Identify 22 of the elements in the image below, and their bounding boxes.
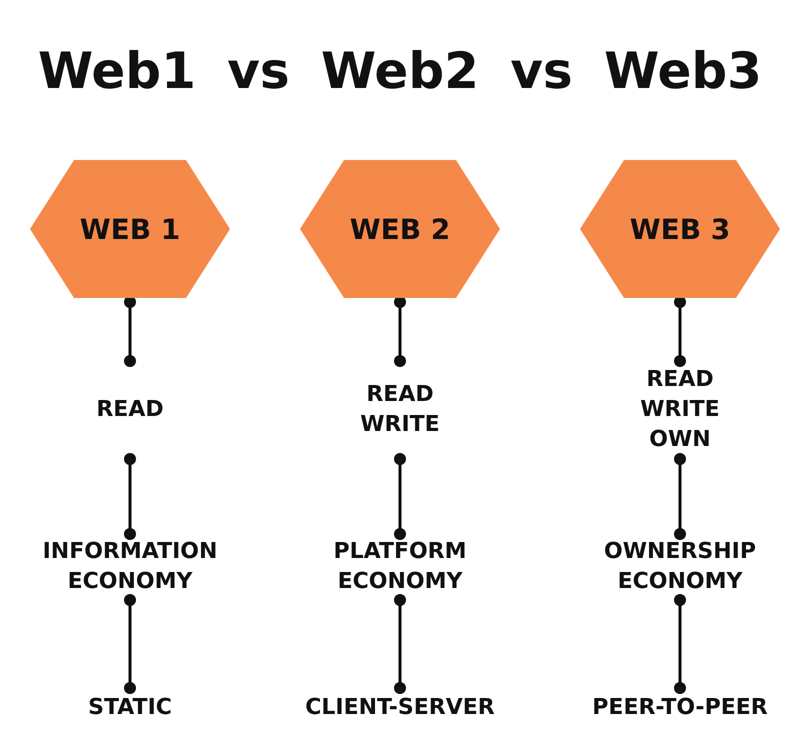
connector [674, 594, 686, 694]
hexagon-label: WEB 1 [80, 212, 180, 246]
feature-text: CLIENT-SERVER [305, 694, 495, 722]
feature-text: INFORMATION ECONOMY [42, 538, 218, 596]
hexagon-label: WEB 3 [630, 212, 730, 246]
feature-text: PEER-TO-PEER [592, 694, 768, 722]
connector [394, 453, 406, 540]
feature-text: OWNERSHIP ECONOMY [604, 538, 756, 596]
feature-text: READ WRITE [360, 381, 440, 439]
connector [674, 296, 686, 367]
hexagon-label: WEB 2 [350, 212, 450, 246]
connector [124, 296, 136, 367]
title: Web1 vs Web2 vs Web3 [37, 42, 763, 100]
connector [124, 453, 136, 540]
feature-text: PLATFORM ECONOMY [333, 538, 467, 596]
connector [124, 594, 136, 694]
connector [394, 594, 406, 694]
connector [674, 453, 686, 540]
feature-text: READ WRITE OWN [640, 366, 720, 454]
feature-text: STATIC [88, 694, 172, 722]
connector [394, 296, 406, 367]
feature-text: READ [96, 396, 164, 424]
